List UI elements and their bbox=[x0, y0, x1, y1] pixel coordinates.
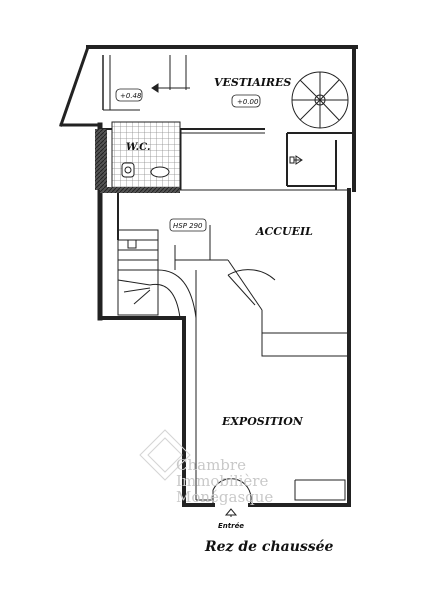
wall-block-left bbox=[95, 129, 107, 190]
room-label-wc: W.C. bbox=[126, 142, 150, 153]
direction-arrows bbox=[151, 83, 303, 517]
entrance-label: Entrée bbox=[218, 522, 244, 530]
spiral-staircase bbox=[291, 71, 349, 129]
plan-title: Rez de chaussée bbox=[204, 539, 334, 555]
watermark-line-1: Chambre bbox=[176, 456, 246, 474]
room-label-exposition: EXPOSITION bbox=[221, 415, 304, 428]
agency-watermark: Chambre Immobilière Monégasque bbox=[139, 429, 273, 506]
watermark-line-2: Immobilière bbox=[176, 472, 268, 490]
level-tag-ground: +0.00 bbox=[231, 94, 261, 108]
level-label-ground: +0.00 bbox=[237, 98, 259, 106]
wc-tiles bbox=[111, 121, 181, 189]
level-label-hsp: HSP 290 bbox=[173, 222, 203, 230]
watermark-line-3: Monégasque bbox=[176, 488, 273, 506]
level-label-mezz: +0.48 bbox=[120, 92, 142, 100]
level-tag-mezz: +0.48 bbox=[115, 88, 143, 102]
outer-walls bbox=[59, 45, 358, 507]
level-tag-hsp: HSP 290 bbox=[169, 218, 207, 232]
room-label-accueil: ACCUEIL bbox=[255, 225, 313, 238]
entrance-door bbox=[212, 478, 252, 506]
wall-block-bottom bbox=[100, 187, 180, 193]
room-label-vestiaires: VESTIAIRES bbox=[214, 76, 291, 89]
accueil-door bbox=[227, 269, 276, 306]
main-staircase bbox=[117, 229, 197, 319]
wc-fixtures bbox=[121, 162, 170, 178]
